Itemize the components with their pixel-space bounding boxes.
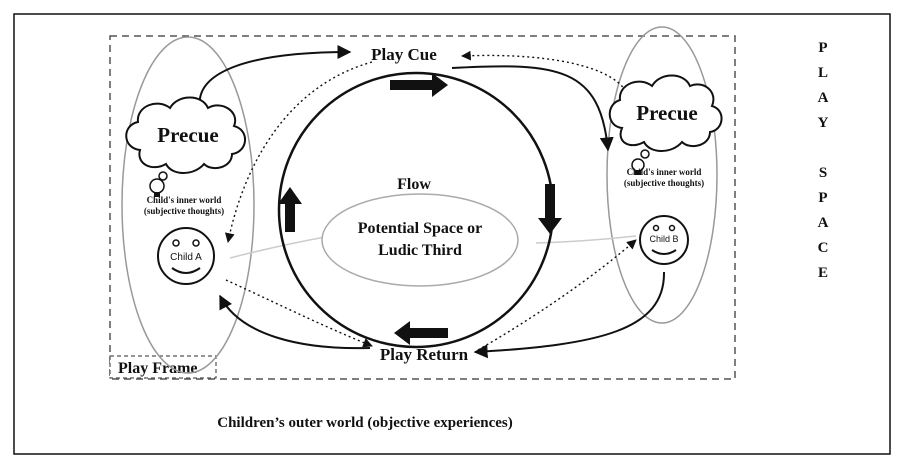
block-arrow-bottom-icon xyxy=(394,321,448,345)
lightbulb-icon xyxy=(631,158,645,175)
block-arrow-left-icon xyxy=(278,187,302,232)
precue-cloud-right: Precue xyxy=(608,74,723,175)
arrow-precue-to-playcue xyxy=(198,45,352,109)
potential-space-label-line1: Potential Space or xyxy=(358,220,482,237)
thought-bubble-icon xyxy=(640,149,650,159)
precue-left-label: Precue xyxy=(157,123,218,147)
play-space-letter: Y xyxy=(818,115,829,131)
potential-space-label-line2: Ludic Third xyxy=(378,242,462,259)
inner-world-right-line1: Child's inner world xyxy=(627,167,702,177)
play-space-letter: E xyxy=(818,265,828,281)
play-space-letter: L xyxy=(818,65,828,81)
child-b-inner-world-ellipse xyxy=(606,26,718,324)
arrow-playreturn-to-childa xyxy=(219,294,371,350)
potential-space-ellipse xyxy=(321,193,519,287)
smiley-face-icon xyxy=(157,227,215,285)
inner-world-left-line1: Child's inner world xyxy=(147,195,222,205)
play-frame-box xyxy=(109,35,736,380)
page-border xyxy=(13,13,891,455)
child-b-label: Child B xyxy=(649,234,678,244)
child-a-face: Child A xyxy=(157,227,215,285)
dotted-arrow-precue-to-playcue xyxy=(461,50,631,106)
lightbulb-icon xyxy=(149,178,165,197)
smiley-face-icon xyxy=(639,215,689,265)
play-cue-label: Play Cue xyxy=(371,45,437,64)
arrow-childb-to-playreturn xyxy=(473,271,666,359)
flow-block-arrows xyxy=(278,73,562,345)
play-space-letter: S xyxy=(819,165,827,181)
play-return-label: Play Return xyxy=(380,345,469,364)
play-space-letter: P xyxy=(818,190,827,206)
thought-bubble-icon xyxy=(158,171,168,181)
outer-world-caption: Children’s outer world (objective experi… xyxy=(217,415,513,431)
play-space-vertical-label: P L A Y S P A C E xyxy=(818,40,829,281)
dotted-arrow-childa-to-playreturn xyxy=(225,279,373,348)
child-a-inner-world-ellipse xyxy=(121,36,255,374)
play-space-letter: A xyxy=(818,90,829,106)
flow-label: Flow xyxy=(397,176,431,193)
thought-cloud-icon xyxy=(608,74,723,152)
child-b-face: Child B xyxy=(639,215,689,265)
play-frame-label: Play Frame xyxy=(118,360,198,377)
inner-world-left-line2: (subjective thoughts) xyxy=(144,206,224,216)
play-space-letter: A xyxy=(818,215,829,231)
play-space-letter: P xyxy=(818,40,827,56)
block-arrow-top-icon xyxy=(390,73,448,97)
play-space-letter: C xyxy=(818,240,829,256)
precue-right-label: Precue xyxy=(636,101,697,125)
child-a-label: Child A xyxy=(170,252,202,263)
inner-world-right-line2: (subjective thoughts) xyxy=(624,178,704,188)
precue-cloud-left: Precue xyxy=(125,96,246,197)
dotted-arrow-playcue-to-childa xyxy=(224,61,373,243)
dotted-arrow-playreturn-to-childb xyxy=(477,239,637,351)
connector-line-right xyxy=(535,235,637,244)
arrow-playcue-to-childb xyxy=(451,65,614,152)
thought-cloud-icon xyxy=(125,96,246,174)
block-arrow-right-icon xyxy=(538,184,562,234)
